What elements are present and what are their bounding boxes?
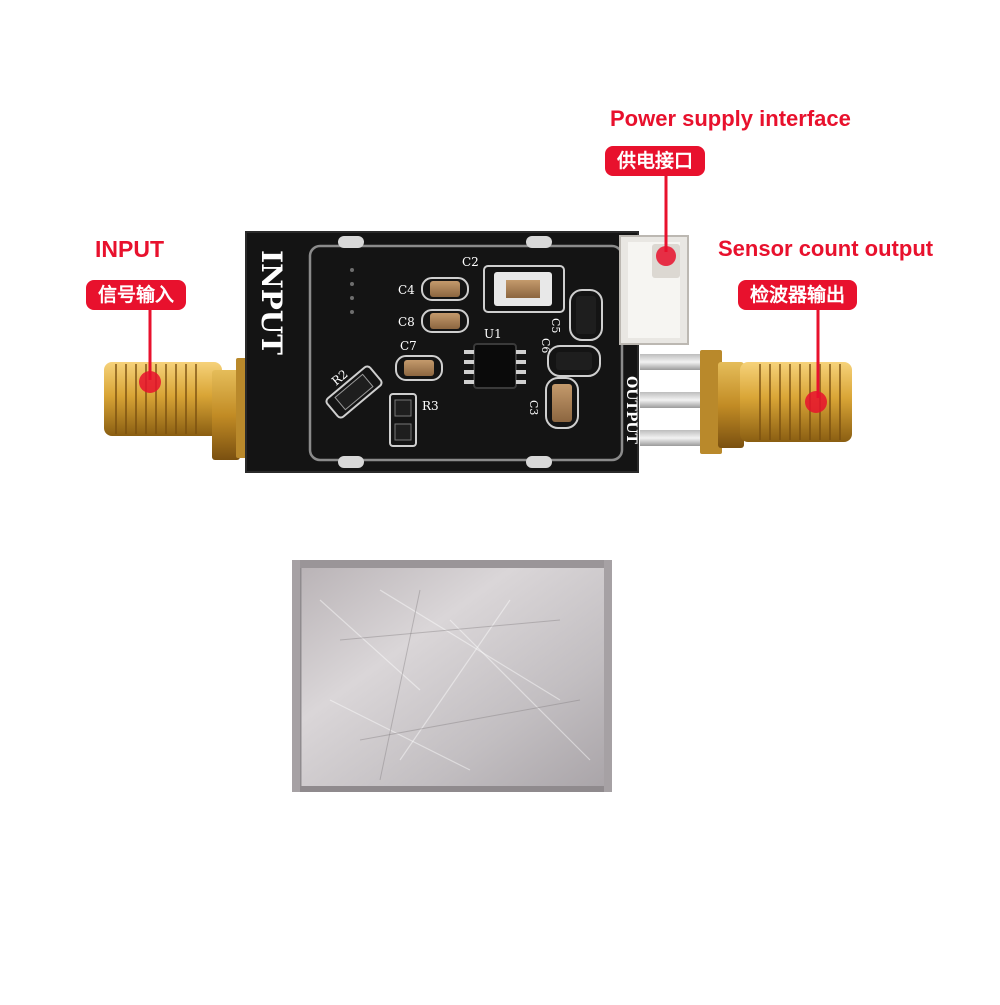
pcb-board: INPUT OUTPUT C2 C4 C8 C7 U1 <box>245 231 689 473</box>
label-u1: U1 <box>484 327 502 341</box>
output-label-en: Sensor count output <box>718 236 934 261</box>
output-label-cn: 检波器输出 <box>738 280 858 310</box>
label-c2: C2 <box>462 255 479 269</box>
silk-output-text: OUTPUT <box>623 376 639 445</box>
label-c3: C3 <box>527 400 540 415</box>
label-c5: C5 <box>549 318 562 333</box>
output-sma-connector <box>640 350 852 454</box>
label-c7: C7 <box>400 339 417 353</box>
label-c6: C6 <box>539 338 552 353</box>
metal-shield-cover <box>292 560 612 792</box>
input-label-en: INPUT <box>95 236 164 262</box>
label-c8: C8 <box>398 315 415 329</box>
power-label-en: Power supply interface <box>610 106 851 131</box>
callout-power <box>656 176 676 266</box>
label-c4: C4 <box>398 283 415 297</box>
callout-output <box>805 306 827 413</box>
label-r3: R3 <box>422 399 439 413</box>
silk-input-text: INPUT <box>255 250 288 355</box>
power-label-cn: 供电接口 <box>605 146 706 176</box>
callout-input <box>139 300 161 393</box>
input-label-cn: 信号输入 <box>86 280 187 310</box>
